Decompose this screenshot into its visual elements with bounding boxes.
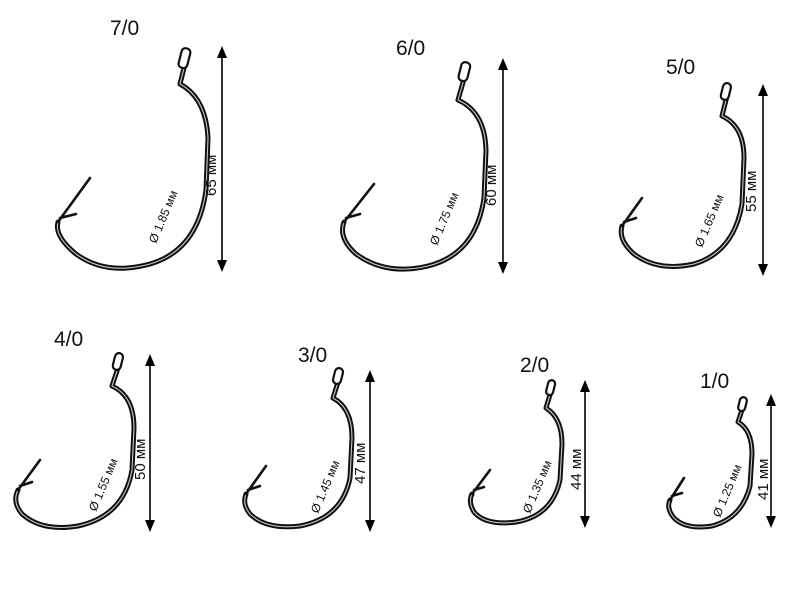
hook-eye <box>331 367 345 385</box>
hook-length-label: 41 мм <box>755 459 772 500</box>
hook-length-label: 60 мм <box>483 165 500 206</box>
hook-size-label: 4/0 <box>54 328 83 351</box>
hook-length-label: 65 мм <box>203 155 220 196</box>
hook-eye <box>177 47 192 70</box>
hook-item: 6/0 60 мм Ø 1.75 мм <box>340 37 508 274</box>
hook-shape <box>54 47 211 271</box>
hook-shape <box>242 367 355 530</box>
hook-shape <box>666 396 755 530</box>
hook-shape <box>13 352 137 530</box>
length-dimension-arrow <box>145 354 155 532</box>
hook-item: 5/0 55 мм Ø 1.65 мм <box>618 56 768 276</box>
hook-size-label: 5/0 <box>666 56 695 79</box>
hook-eye <box>457 61 472 83</box>
hook-diameter-label: Ø 1.85 мм <box>146 188 181 245</box>
hook-eye <box>737 396 748 413</box>
hook-size-label: 7/0 <box>110 17 139 40</box>
hook-size-label: 2/0 <box>520 354 549 377</box>
length-dimension-arrow <box>217 46 227 272</box>
hook-item: 4/0 50 мм Ø 1.55 мм <box>13 328 155 532</box>
hook-shape <box>340 61 489 272</box>
length-dimension-arrow <box>758 84 768 276</box>
hook-eye <box>719 82 733 101</box>
hook-size-label: 1/0 <box>700 370 729 393</box>
hook-length-label: 47 мм <box>352 443 369 484</box>
hook-item: 2/0 44 мм Ø 1.35 мм <box>467 354 590 528</box>
hook-size-label: 3/0 <box>298 344 327 367</box>
hook-item: 3/0 47 мм Ø 1.45 мм <box>242 344 375 532</box>
length-dimension-arrow <box>365 370 375 532</box>
hook-shape <box>618 82 747 269</box>
length-dimension-arrow <box>498 58 508 274</box>
hook-shape <box>467 379 565 526</box>
hook-item: 1/0 41 мм Ø 1.25 мм <box>666 370 776 530</box>
hook-length-label: 50 мм <box>132 439 149 480</box>
hook-eye <box>545 379 557 397</box>
hook-size-label: 6/0 <box>396 37 425 60</box>
length-dimension-arrow <box>580 380 590 528</box>
hook-length-label: 55 мм <box>743 171 760 212</box>
hook-diameter-label: Ø 1.75 мм <box>427 190 462 247</box>
hook-diameter-label: Ø 1.65 мм <box>692 192 727 249</box>
length-dimension-arrow <box>766 394 776 528</box>
hook-item: 7/0 65 мм Ø 1.85 мм <box>54 17 227 272</box>
hook-eye <box>111 352 125 371</box>
hook-length-label: 44 мм <box>568 449 585 490</box>
